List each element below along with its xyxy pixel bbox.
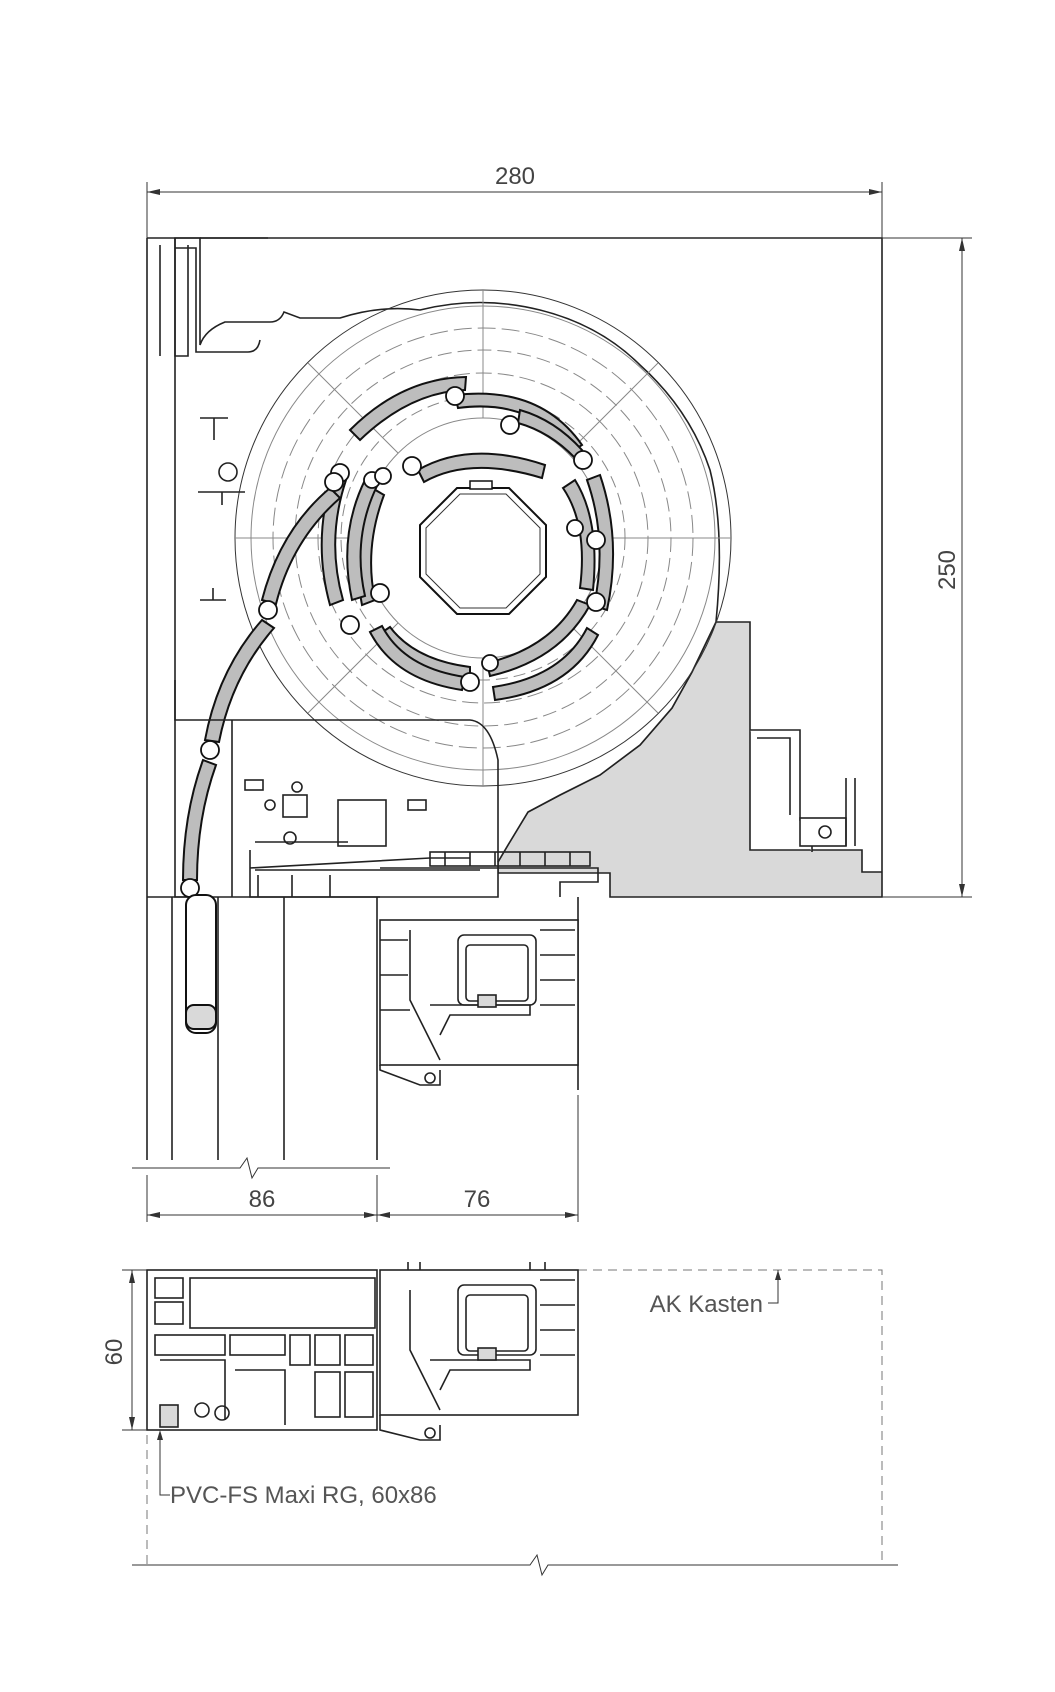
bottom-bar-seal (185, 1004, 217, 1030)
curtain-slat (203, 618, 276, 744)
sill-section: 60 AK Kasten PVC-FS Maxi RG, 60x86 (101, 1262, 898, 1577)
shutter-curtain (180, 472, 344, 898)
slat-hook (200, 740, 220, 760)
frame-head-rails (249, 850, 599, 898)
slat-hook (340, 615, 360, 635)
octagon-shaft-inner (425, 493, 541, 609)
shaft-key (469, 480, 493, 490)
housing-top-lip (175, 247, 261, 353)
guide-lines (146, 897, 579, 1160)
shutter-roll-slats (320, 375, 615, 702)
slat-hook (586, 530, 606, 550)
dimension-86-76: 86 76 (146, 1095, 579, 1222)
slat-hook (481, 654, 499, 672)
slat (416, 452, 547, 484)
dim-86-label: 86 (249, 1186, 276, 1213)
octagon-shaft (419, 487, 547, 615)
housing-left-channel (146, 237, 268, 898)
slat (368, 624, 467, 692)
curtain-slat (260, 486, 342, 606)
slat (561, 478, 596, 592)
slat-hook (374, 467, 392, 485)
bottom-bar (185, 894, 217, 1034)
subframe-label: PVC-FS Maxi RG, 60x86 (170, 1482, 437, 1509)
window-frame-profile (379, 919, 579, 1086)
slat-hook (573, 450, 593, 470)
sill-window-frame-profile (379, 1262, 579, 1441)
dim-280-label: 280 (495, 163, 535, 190)
dim-76-label: 76 (464, 1186, 491, 1213)
ak-kasten-label: AK Kasten (650, 1291, 763, 1318)
slat-hook (460, 672, 480, 692)
break-line-left (132, 1156, 390, 1180)
sill-housing-outline (578, 1269, 883, 1565)
slat (348, 375, 468, 442)
dimension-60: 60 (101, 1269, 147, 1431)
slat-hook (566, 519, 584, 537)
slat (491, 626, 600, 702)
slat-hook (500, 415, 520, 435)
leader-subframe: PVC-FS Maxi RG, 60x86 (157, 1430, 437, 1509)
slat-hook (445, 386, 465, 406)
box-mounting-block (231, 719, 499, 897)
break-line-bottom (132, 1553, 898, 1577)
dim-250-label: 250 (934, 550, 961, 590)
dim-60-label: 60 (101, 1339, 128, 1366)
window-section (132, 894, 579, 1180)
slat-hook (370, 583, 390, 603)
right-end-profile (750, 729, 856, 852)
side-brackets (174, 417, 262, 721)
subframe-profile (146, 1269, 378, 1431)
slat-hook (402, 456, 422, 476)
roller-shutter-box-section (146, 237, 883, 898)
leader-ak-kasten: AK Kasten (650, 1270, 781, 1318)
slat-hook (258, 600, 278, 620)
slat-hook (324, 472, 344, 492)
slat-hook (586, 592, 606, 612)
dimension-250: 250 (882, 237, 972, 898)
dimension-280: 280 (146, 163, 883, 238)
